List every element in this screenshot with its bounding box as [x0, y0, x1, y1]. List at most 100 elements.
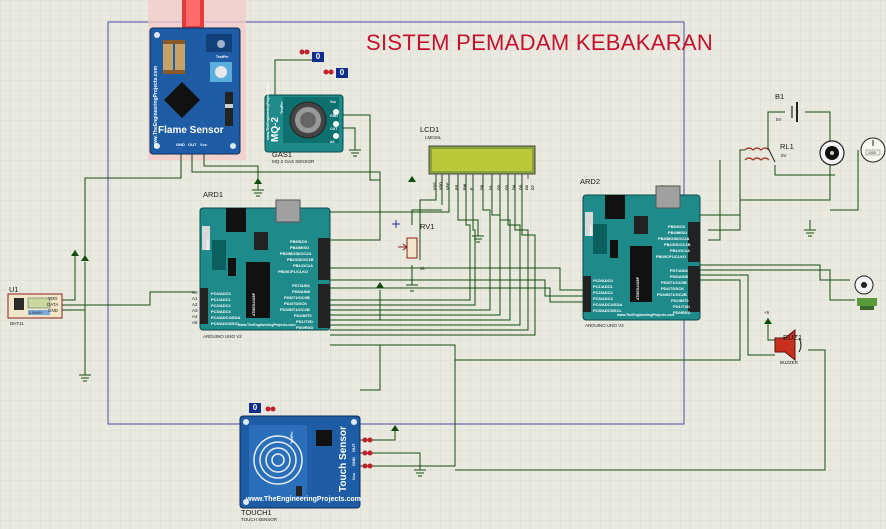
- ard1-pin-pc3: PC3/ADC3: [211, 309, 231, 314]
- touch-pin-out: OUT: [351, 443, 356, 452]
- logic-probe-gas-a[interactable]: 0: [312, 52, 324, 62]
- ard1-pin-pd0: PD0/RXD: [296, 325, 314, 330]
- dht11-sensor[interactable]: [7, 293, 63, 319]
- ard1-pin-pc5: PC5/ADC5/SCL: [211, 321, 240, 326]
- ard1-pin-pc2: PC2/ADC2: [211, 303, 231, 308]
- ard1-pin-pd2: PD2/INT0: [294, 313, 312, 318]
- lcd-pin-vss: VSS: [433, 182, 437, 190]
- lcd-display[interactable]: [428, 145, 536, 179]
- ard1-pin-pc1: PC1/ADC1: [211, 297, 231, 302]
- ard2-pin-pd5: PD5/T1/OC0B: [661, 280, 687, 285]
- ard2-pin-pd1: PD1/TXD: [673, 304, 690, 309]
- ard2-pin-pd6: PD6/AIN0: [670, 274, 689, 279]
- ard1-label-a0: A0: [192, 290, 198, 295]
- lcd-pin-rw: RW: [463, 183, 467, 190]
- ard2-pin-pd4: PD4/T0/XCK: [661, 286, 685, 291]
- flame-heading: Flame Sensor: [158, 125, 224, 136]
- arduino-2-board[interactable]: [582, 185, 701, 321]
- ard1-pin-pd4: PD4/T0/XCK: [284, 301, 308, 306]
- ard2-ref: ARD2: [580, 177, 601, 186]
- servo-motor[interactable]: [854, 275, 877, 310]
- probe-dots: [265, 49, 373, 469]
- ard2-pin-pd0: PD0/RXD: [673, 310, 691, 315]
- ard1-pin-pb1: PB1/OC1A: [293, 263, 314, 268]
- u1-pin-data: DATA: [47, 302, 59, 307]
- potentiometer-rv1[interactable]: [392, 220, 418, 259]
- lcd-pin-d2: D2: [497, 185, 501, 190]
- touch-heading: Touch Sensor: [338, 426, 349, 492]
- flame-pin-out: OUT: [188, 142, 197, 147]
- gas-site-text: www.TheEngineeringProjects.com: [266, 82, 270, 140]
- touch-site: www.TheEngineeringProjects.com: [246, 496, 361, 503]
- ard1-label-a4: A4: [192, 314, 198, 319]
- touch-ref: TOUCH1: [241, 508, 272, 517]
- ard1-label-a3: A3: [192, 308, 198, 313]
- ard1-label-a2: A2: [192, 302, 198, 307]
- lcd-pin-d4: D4: [512, 185, 516, 190]
- logic-probe-gas-b[interactable]: 0: [336, 68, 348, 78]
- ard1-pin-pb3: PB3/MOSI/OC2A: [280, 251, 312, 256]
- lcd-pin-vdd: VDD: [439, 181, 443, 190]
- ard1-reset: Reset: [205, 239, 210, 250]
- ard2-type: ARDUINO UNO V2: [585, 323, 624, 328]
- ard1-pin-pd6: PD6/AIN0: [292, 289, 311, 294]
- ard2-pin-pc1: PC1/ADC1: [593, 284, 613, 289]
- lcd-pin-e: E: [470, 187, 474, 190]
- pump-gauge[interactable]: [860, 137, 886, 163]
- gas-pin-gnd: GND: [330, 114, 338, 118]
- battery-b1[interactable]: [791, 102, 798, 122]
- ard1-type: ARDUINO UNO V2: [203, 334, 242, 339]
- ard1-pin-pc4: PC4/ADC4/SDA: [211, 315, 241, 320]
- touch-pin-gnd: GND: [351, 457, 356, 466]
- ard2-pin-pb3: PB3/MOSI/OC2A: [658, 236, 690, 241]
- ard2-pin-pb4: PB4/MISO: [668, 230, 688, 235]
- lcd-pin-d0: D0: [480, 185, 484, 190]
- gas-sensor-board[interactable]: [264, 94, 344, 153]
- arduino-1-board[interactable]: [199, 199, 331, 331]
- ard1-pin-pc0: PC0/ADC0: [211, 291, 231, 296]
- rl1-ref: RL1: [780, 142, 794, 151]
- b1-value: 5V: [776, 117, 782, 122]
- touch-pin-vcc: Vcc: [351, 472, 356, 480]
- u1-pin-vdd: VDD: [48, 296, 58, 301]
- ard1-label-a1: A1: [192, 296, 198, 301]
- buzzer[interactable]: [774, 328, 802, 362]
- pump-label: 1000: [868, 151, 876, 155]
- wires: [62, 55, 859, 471]
- ard2-pin-pc5: PC5/ADC5/SCL: [593, 308, 622, 313]
- ard1-pin-pd7: PD7/AIN1: [292, 283, 311, 288]
- ard2-pin-pc0: PC0/ADC0: [593, 278, 613, 283]
- lcd-pin-d7: D7: [531, 185, 535, 190]
- fan-motor[interactable]: [819, 140, 845, 166]
- buzzer-supply: +5: [764, 310, 770, 315]
- touch-sensor-board[interactable]: [239, 415, 361, 509]
- ard2-pin-pb0: PB0/ICP1/CLKO: [656, 254, 687, 259]
- gas-testpin: TestPin: [280, 101, 284, 114]
- u1-pin-gnd: GND: [48, 308, 58, 313]
- ard2-pin-pb2: PB2/SS/OC1B: [664, 242, 691, 247]
- logic-probe-touch[interactable]: 0: [249, 403, 261, 413]
- u1-type: DHT11: [10, 321, 24, 326]
- lcd-pin-d3: D3: [505, 185, 509, 190]
- ard1-pin-pd1: PD1/TXD: [296, 319, 313, 324]
- ard1-pin-pd3: PD3/INT1/OC2B: [280, 307, 310, 312]
- flame-sensor-board[interactable]: [149, 27, 241, 155]
- buzzer-type: BUZZER: [780, 360, 798, 365]
- touch-testpin: TestPin: [290, 431, 294, 444]
- u1-display: 0.0%RH: [29, 311, 43, 315]
- ard2-pin-pb5: PB5/SCK: [668, 224, 686, 229]
- lcd-type: LM016L: [425, 135, 442, 140]
- gas-pin-vcc: Vcc: [330, 100, 337, 104]
- ard2-pin-pd7: PD7/AIN1: [670, 268, 689, 273]
- relay-rl1[interactable]: [744, 147, 776, 163]
- flame-testpin: TestPin: [216, 55, 229, 59]
- rl1-value: 5V: [781, 153, 787, 158]
- ard1-chip: ATMEGA328P: [252, 292, 256, 316]
- ard1-ref: ARD1: [203, 190, 224, 199]
- ard1-label-a5: A5: [192, 320, 198, 325]
- lcd-pin-d5: D5: [519, 185, 523, 190]
- ard1-pin-pb5: PB5/SCK: [290, 239, 308, 244]
- flame-pin-vcc: Vcc: [200, 142, 208, 147]
